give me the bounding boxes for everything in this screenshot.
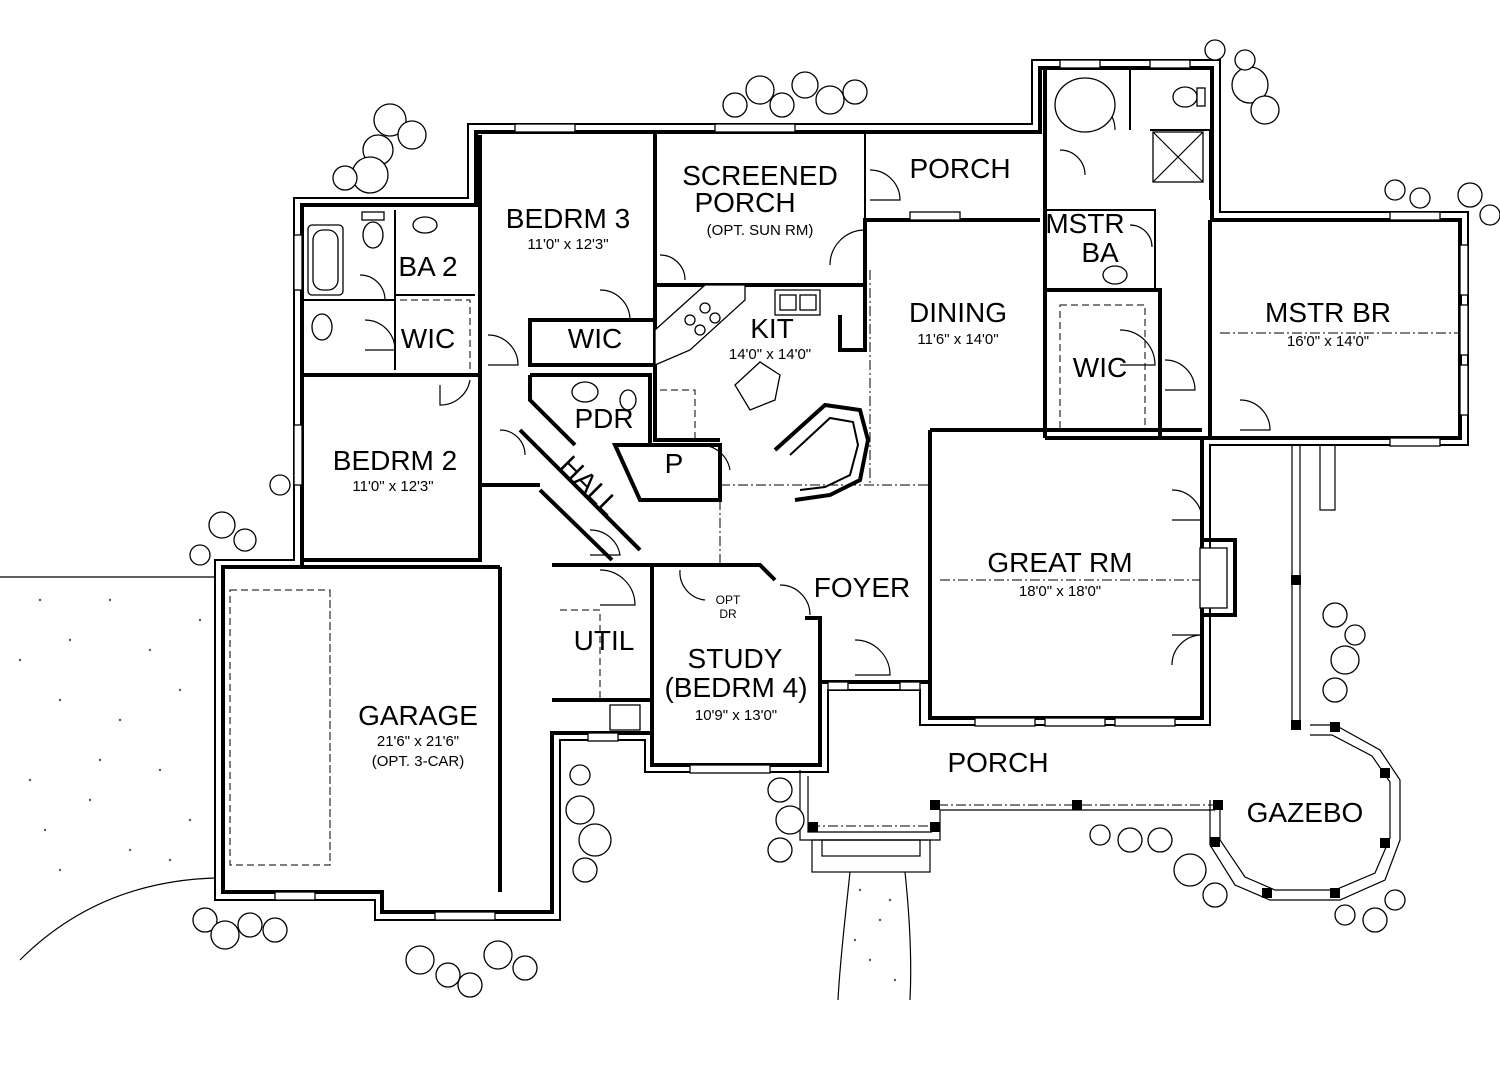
screened-porch-label: SCREENED: [682, 160, 838, 191]
ba2-label: BA 2: [398, 251, 457, 282]
side-porch: [808, 445, 1336, 832]
gazebo-outline: [1209, 722, 1401, 901]
bedrm3-dim: 11'0" x 12'3": [527, 236, 608, 253]
opt-dr-label: OPT: [716, 593, 741, 607]
study-dim: 10'9" x 13'0": [695, 707, 777, 724]
util-label: UTIL: [574, 625, 635, 656]
dining-label: DINING: [909, 297, 1007, 328]
kit-dim: 14'0" x 14'0": [729, 346, 811, 363]
study-label-2: (BEDRM 4): [664, 672, 807, 703]
front-porch-outline: [799, 770, 1220, 873]
driveway-left: [0, 576, 216, 961]
opt-dr-label-2: DR: [719, 607, 737, 621]
garage-label: GARAGE: [358, 700, 478, 731]
doors: [359, 99, 1271, 676]
dashed-lines: [229, 270, 1460, 866]
dining-dim: 11'6" x 14'0": [917, 331, 998, 348]
pdr-label: PDR: [574, 403, 633, 434]
hall-label: HALL: [554, 450, 625, 521]
bedrm2-dim: 11'0" x 12'3": [352, 478, 433, 495]
wic-left-label: WIC: [401, 323, 455, 354]
landscape-shrubs: [189, 39, 1500, 998]
front-walkway: [837, 871, 912, 1001]
windows: [274, 59, 1469, 921]
kit-label: KIT: [750, 313, 794, 344]
mstr-ba-label: MSTR: [1045, 208, 1124, 239]
foyer-label: FOYER: [814, 572, 910, 603]
porch-top-label: PORCH: [909, 153, 1010, 184]
gazebo-label: GAZEBO: [1247, 797, 1364, 828]
fixtures: [307, 77, 1206, 731]
screened-porch-note: (OPT. SUN RM): [707, 222, 814, 239]
great-rm-label: GREAT RM: [987, 547, 1132, 578]
porch-front-label: PORCH: [947, 747, 1048, 778]
mstr-br-label: MSTR BR: [1265, 297, 1391, 328]
bedrm2-label: BEDRM 2: [333, 445, 457, 476]
mstr-br-dim: 16'0" x 14'0": [1287, 333, 1369, 350]
wic-mstr-label: WIC: [1073, 352, 1127, 383]
bedrm3-label: BEDRM 3: [506, 203, 630, 234]
pantry-label: P: [665, 448, 684, 479]
garage-dim: 21'6" x 21'6": [377, 733, 459, 750]
study-label: STUDY: [688, 643, 783, 674]
wic-kit-label: WIC: [568, 323, 622, 354]
mstr-ba-label-2: BA: [1081, 237, 1119, 268]
garage-note: (OPT. 3-CAR): [372, 753, 465, 770]
screened-porch-label-2: PORCH: [694, 187, 795, 218]
great-rm-dim: 18'0" x 18'0": [1019, 583, 1101, 600]
